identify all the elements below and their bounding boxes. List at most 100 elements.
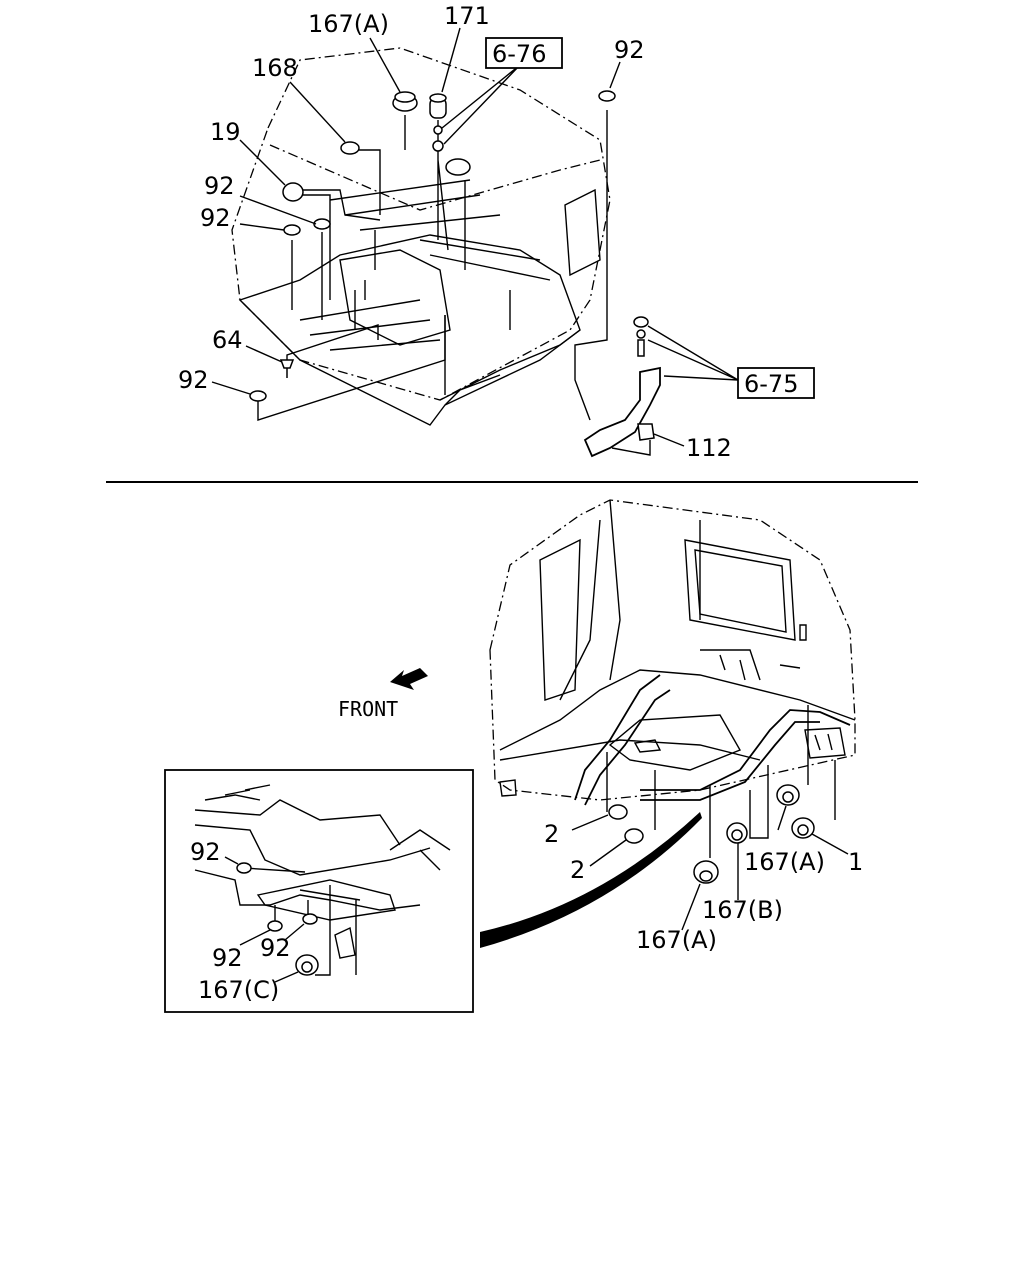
inset-oring-92-a [236, 862, 252, 874]
cab-roof-line [269, 144, 601, 211]
ref-box-676 [485, 37, 563, 69]
leader-92-b [239, 223, 285, 231]
floor-box-ribs [633, 649, 801, 753]
inset-leader-92b [239, 929, 271, 946]
leader-2a [571, 814, 609, 831]
label-112: 112 [686, 434, 732, 462]
label-64: 64 [212, 326, 243, 354]
grommet-19 [282, 182, 304, 202]
clip-112 [637, 423, 655, 441]
oring-92-top [598, 90, 616, 102]
label-92-a: 92 [204, 172, 235, 200]
grommet-1-inner [797, 824, 809, 836]
inset-leader-92c [284, 923, 305, 941]
inset-leader-92a [224, 856, 239, 865]
leader-112-line [611, 440, 651, 456]
frame-rail-left [574, 674, 671, 806]
cab-outline-bottom [489, 499, 856, 801]
rear-window [684, 539, 796, 641]
leader-675 [647, 325, 739, 381]
inset-floor-lines [194, 784, 451, 911]
floor-panel [238, 234, 581, 426]
washer-676-a [433, 125, 443, 135]
inset-detail: 92 92 92 167(C) [164, 769, 474, 1013]
leader-1 [811, 833, 849, 855]
leader-167a-bottom [681, 883, 701, 931]
leader-92-a [239, 195, 317, 225]
label-167a-top: 167(A) [308, 10, 389, 38]
label-2-b: 2 [570, 856, 585, 884]
inset-frame [164, 769, 474, 1013]
plug-171-top [429, 93, 447, 103]
leader-92-lower [257, 315, 446, 421]
oring-92-b [283, 224, 301, 236]
leader-92-top [609, 61, 621, 89]
washer-675 [636, 329, 646, 339]
leader-167a-top [369, 37, 401, 93]
leader-171 [441, 27, 461, 93]
label-171: 171 [444, 2, 490, 30]
leader-112 [653, 433, 685, 447]
label-92-c: 92 [178, 366, 209, 394]
oring-92-c [249, 390, 267, 402]
inset-grommet-167c-inner [301, 961, 313, 973]
inset-oring-92-c [302, 913, 318, 925]
oring-2-b [624, 828, 644, 844]
oring-2-a [608, 804, 628, 820]
label-19: 19 [210, 118, 241, 146]
label-168: 168 [252, 54, 298, 82]
label-1: 1 [848, 848, 863, 876]
inset-leader-167c [274, 971, 299, 983]
cab-panel-lines [539, 499, 701, 701]
floor-side-boxes [804, 727, 846, 759]
leader-verticals [291, 115, 511, 395]
ref-box-675 [737, 367, 815, 399]
leader-92-c [211, 381, 251, 395]
bolt-675 [637, 339, 645, 357]
oring-92-a [313, 218, 331, 230]
floor-rear-rail [439, 329, 581, 406]
grommet-167a-right-inner [782, 791, 794, 803]
cab-window [564, 188, 601, 277]
nut-675 [633, 316, 649, 328]
frame-rail-right [640, 709, 851, 801]
leader-167a-right [777, 805, 787, 831]
leaders-bottom [606, 705, 836, 858]
inset-leaders [243, 867, 357, 976]
top-cab-floor-view: 167(A) 171 6-76 92 168 19 92 92 64 92 6-… [178, 2, 815, 462]
label-92-top: 92 [614, 36, 645, 64]
floor-ribs [299, 179, 551, 351]
leader-676 [441, 64, 521, 145]
label-2-a: 2 [544, 820, 559, 848]
inset-label-167c: 167(C) [198, 976, 279, 1004]
leader-92-right [574, 110, 608, 421]
bottom-cab-underside-view: FRONT 2 2 167(A) 1 167(B) 167(A) [338, 499, 863, 954]
grommet-center [445, 158, 471, 176]
inset-label-92-c: 92 [260, 934, 291, 962]
inset-label-92-b: 92 [212, 944, 243, 972]
inset-bracket [334, 926, 356, 959]
floor-underside [499, 669, 856, 771]
leader-19 [239, 139, 286, 186]
leader-64-label [245, 345, 283, 363]
grommet-167b-inner [731, 829, 743, 841]
label-ref-676: 6-76 [492, 40, 546, 68]
grommet-167a-top-cap [394, 91, 416, 103]
label-92-b: 92 [200, 204, 231, 232]
inset-callout-wedge [480, 812, 702, 948]
bolt-64 [279, 359, 295, 378]
front-label: FRONT [338, 697, 398, 721]
leader-168 [289, 81, 346, 143]
grommet-168 [340, 141, 360, 155]
inset-oring-92-b [267, 920, 283, 932]
leader-2b [589, 839, 627, 867]
label-167a-right: 167(A) [744, 848, 825, 876]
grommet-167a-bottom-inner [699, 870, 713, 882]
floor-tunnel [339, 249, 451, 346]
washer-676-b [432, 140, 444, 152]
floor-bracket [499, 779, 517, 797]
label-167a-bottom: 167(A) [636, 926, 717, 954]
bracket-675 [583, 366, 661, 458]
rear-window-side [799, 624, 807, 641]
